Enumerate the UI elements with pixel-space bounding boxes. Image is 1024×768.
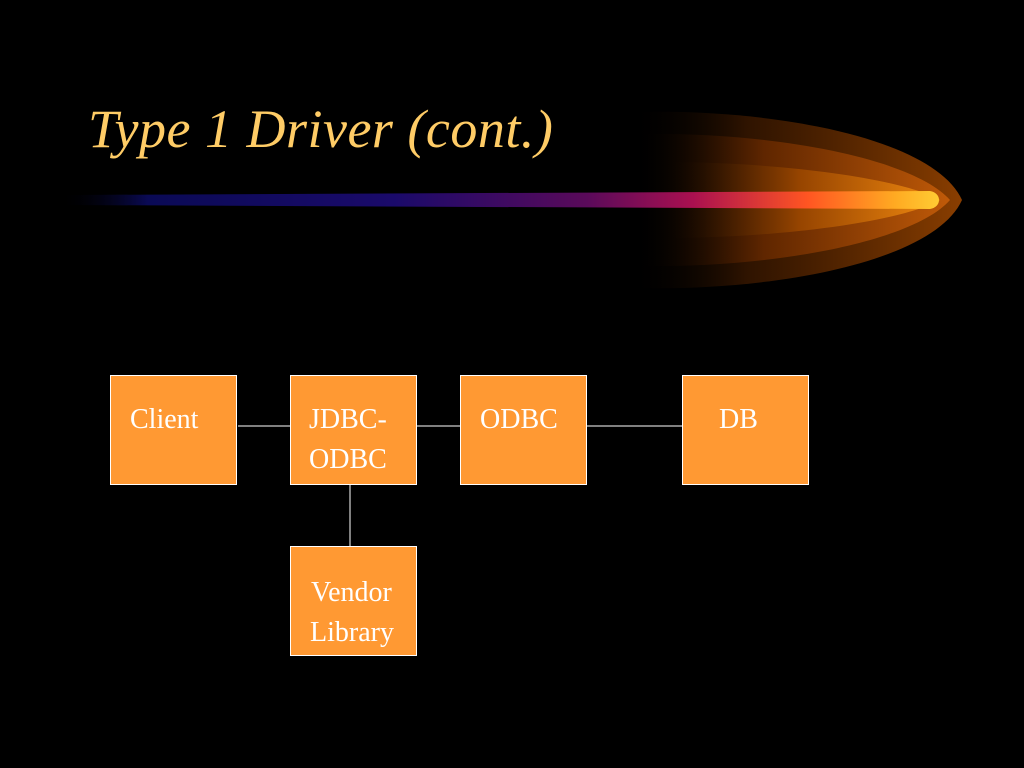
node-jdbc-odbc: JDBC- ODBC: [290, 375, 417, 485]
slide-title: Type 1 Driver (cont.): [88, 99, 554, 159]
comet-decoration: [60, 111, 962, 289]
node-odbc-label: ODBC: [480, 404, 558, 435]
node-vendor-library: Vendor Library: [290, 546, 417, 656]
node-vendor-library-label-line1: Vendor: [311, 577, 392, 608]
node-db-label: DB: [719, 404, 758, 435]
node-vendor-library-label-line2: Library: [310, 617, 394, 648]
node-db: DB: [682, 375, 809, 485]
node-client: Client: [110, 375, 237, 485]
node-client-label: Client: [130, 404, 199, 435]
node-jdbc-odbc-label-line2: ODBC: [309, 444, 387, 475]
node-jdbc-odbc-label-line1: JDBC-: [309, 404, 387, 435]
node-odbc: ODBC: [460, 375, 587, 485]
